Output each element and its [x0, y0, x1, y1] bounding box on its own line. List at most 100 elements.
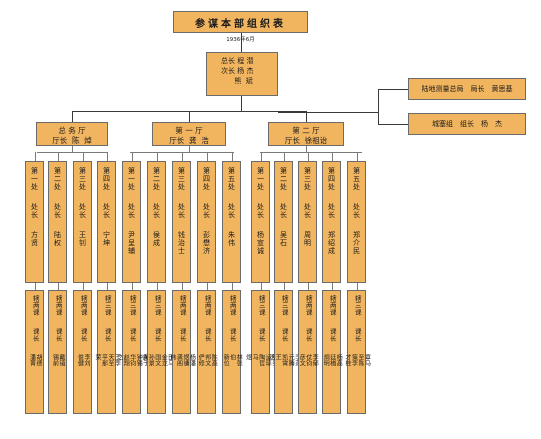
section-box: 第二处处长吴石	[274, 161, 293, 283]
subsection-staff-name: 元腾	[287, 354, 295, 366]
section-title: 第二处	[152, 167, 161, 191]
subsection-staff-name: 黄于	[141, 354, 149, 366]
section-title: 第一处	[256, 167, 265, 191]
subsection-role: 课长	[31, 328, 40, 342]
subsection-box: 辖三课课长章马至陈策李才桂	[344, 290, 371, 414]
subsection-box: 辖两课课长陈高邦文俨修	[197, 290, 217, 414]
subsection-role: 课长	[54, 328, 63, 342]
connector-section-stem	[106, 152, 108, 161]
section-box: 第四处处长彭懋济	[197, 161, 216, 283]
subsection-col: 辖两课课长李刘俊健	[76, 295, 91, 413]
subsection-staff-name: 之	[115, 354, 123, 360]
section-col: 第五处处长朱伟	[228, 167, 236, 282]
connector-dept2-down	[189, 111, 190, 122]
subsection-staff-name: 运琼	[264, 354, 272, 366]
section-title: 第三处	[177, 167, 186, 191]
section-title: 第四处	[327, 167, 336, 191]
subsection-box: 辖三课课长田马金龙国文孙景贤	[141, 290, 174, 414]
section-box: 第一处处长尹呈辅	[122, 161, 141, 283]
subsection-units: 辖两课	[54, 295, 63, 316]
section-chief-name: 杨宣诚	[256, 231, 265, 255]
section-box: 第一处处长方贤	[25, 161, 44, 283]
section-title: 第一处	[30, 167, 39, 191]
subsection-units: 辖两课	[79, 295, 88, 316]
dept-name: 第 一 厅	[175, 126, 203, 135]
command-line: 总长 程 潜	[221, 57, 254, 65]
subsection-col: 辖两课课长陈高邦文俨修	[197, 295, 217, 413]
section-col: 第三处处长钱治士	[178, 167, 186, 282]
subsection-staff-name: 孙景	[147, 354, 155, 366]
subsection-col: 辖三课课长王李天至平那荣	[94, 295, 121, 413]
connector-section-stem	[307, 152, 309, 161]
subsection-staff-name: 仗钧	[304, 354, 312, 366]
subsection-col: 辖两课课长戴镐锡前	[51, 295, 66, 413]
subsection-staff-name: 杨潘	[188, 354, 196, 366]
section-title: 第一处	[127, 167, 136, 191]
dept-head: 厅长 徐祖诒	[284, 136, 328, 145]
subsection-box: 辖两课课长杨高廷楢炯明	[322, 290, 342, 414]
subsection-staff: 杨潘煜镛龚阁伟	[169, 354, 196, 366]
subsection-role: 课长	[153, 328, 162, 342]
subsection-staff-name: 章马	[363, 354, 371, 366]
chart-title: 参谋本部组织表	[173, 11, 308, 33]
section-title: 第三处	[78, 167, 87, 191]
section-chief-name: 王钊	[78, 231, 87, 247]
connector-section-stem	[356, 152, 358, 161]
section-chief-name: 彭懋济	[202, 231, 211, 255]
subsection-col: 辖三课课长田马金龙国文孙景贤	[140, 295, 174, 413]
section-role: 处长	[78, 203, 87, 219]
connector-dept3-down	[306, 111, 307, 122]
subsection-box: 辖两课课长胡德潘菁	[25, 290, 44, 414]
subsection-staff-name: 陶哲	[257, 354, 265, 366]
subsection-units: 辖三课	[353, 295, 362, 316]
connector-section-stem	[206, 152, 208, 161]
subsection-staff: 李郁仗钧彦文	[298, 354, 318, 366]
section-col: 第二处处长陆权	[54, 167, 62, 282]
subsection-units: 辖三课	[257, 295, 266, 316]
section-role: 处长	[303, 203, 312, 219]
subsection-box: 辖两课课长林张伯新位	[222, 290, 242, 414]
subsection-staff-name: 李范	[293, 354, 301, 366]
subsection-role: 课长	[257, 328, 266, 342]
subsection-units: 辖两课	[203, 295, 212, 316]
section-chief-name: 钱治士	[177, 231, 186, 255]
section-title: 第三处	[303, 167, 312, 191]
subsection-role: 课长	[280, 328, 289, 342]
subsection-staff: 章马至陈策李才桂	[344, 354, 371, 366]
section-col: 第三处处长周明	[304, 167, 312, 282]
connector-dept2-stem	[189, 145, 190, 153]
section-col: 第五处处长郑介民	[353, 167, 361, 282]
section-title: 第五处	[227, 167, 236, 191]
section-chief-name: 吴石	[279, 231, 288, 247]
subsection-units: 辖三课	[153, 295, 162, 316]
connector-side-top	[378, 89, 408, 90]
section-role: 处长	[30, 203, 39, 219]
dept-head: 厅长 龚 浩	[169, 136, 209, 145]
section-chief-name: 朱伟	[227, 231, 236, 247]
connector-section-stem	[156, 152, 158, 161]
connector-section-stem	[231, 152, 233, 161]
connector-subsection-stem	[131, 283, 133, 290]
section-chief-name: 郑介民	[352, 231, 361, 255]
connector-section-stem	[260, 152, 262, 161]
section-role: 处长	[102, 203, 111, 219]
section-box: 第五处处长郑介民	[347, 161, 366, 283]
dept-first: 第 一 厅 厅长 龚 浩	[152, 122, 226, 146]
subsection-staff-name: 龚阁	[175, 354, 183, 366]
subsection-staff-name: 田马	[166, 354, 174, 366]
subsection-staff: 田马金龙国文孙景贤	[140, 354, 174, 366]
subsection-staff-name: 炯明	[322, 354, 330, 366]
section-chief-name: 侯成	[152, 231, 161, 247]
connector-command-side	[278, 112, 378, 113]
section-col: 第一处处长杨宣诚	[257, 167, 265, 282]
subsection-staff-name: 马	[251, 354, 259, 360]
subsection-col: 辖两课课长杨潘煜镛龚阁伟	[169, 295, 196, 413]
section-chief-name: 宁坤	[102, 231, 111, 247]
subsection-staff-name: 彦文	[298, 354, 306, 366]
section-role: 处长	[352, 203, 361, 219]
section-col: 第一处处长尹呈辅	[128, 167, 136, 282]
subsection-box: 辖三课课长黄于钟锡华钧赵翔之	[116, 290, 149, 414]
section-box: 第四处处长郑绍成	[322, 161, 341, 283]
subsection-staff-name: 伟	[169, 354, 176, 360]
